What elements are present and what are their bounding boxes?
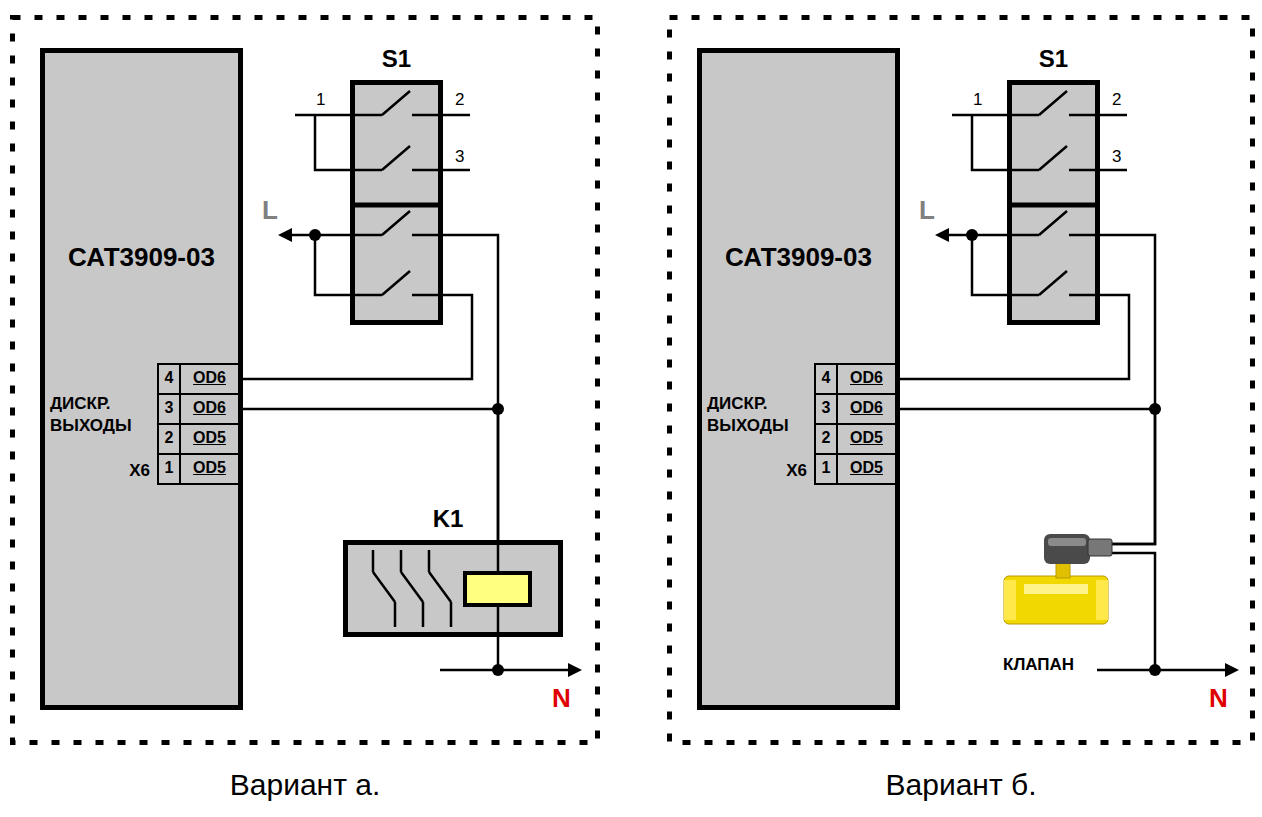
wire <box>443 235 498 540</box>
variant-caption: Вариант б. <box>667 767 1255 803</box>
variant-caption: Вариант а. <box>10 767 600 803</box>
connector-label: X6 <box>765 459 807 483</box>
pin-name: OD6 <box>179 393 240 425</box>
outputs-label: ДИСКР. ВЫХОДЫ <box>707 393 811 443</box>
wire <box>900 409 1155 544</box>
terminal-number: 3 <box>455 147 471 167</box>
pin-number: 1 <box>157 453 181 485</box>
terminal-number: 1 <box>316 90 332 110</box>
symbol-drawing <box>1000 532 1112 628</box>
pin-name: OD6 <box>836 363 897 395</box>
pin-number: 1 <box>814 453 838 485</box>
controller-name: САТ3909-03 <box>702 241 895 273</box>
valve-name: КЛАПАН <box>1003 654 1074 676</box>
switch-name: S1 <box>340 45 453 73</box>
pin-number: 3 <box>814 393 838 425</box>
pin-number: 4 <box>814 363 838 395</box>
pin-name: OD5 <box>836 423 897 455</box>
switch-name: S1 <box>997 45 1110 73</box>
connector-label: X6 <box>108 459 150 483</box>
phase-label: L <box>919 196 941 224</box>
pin-number: 3 <box>157 393 181 425</box>
contactor-box: K1 <box>343 540 563 637</box>
neutral-label: N <box>1209 683 1235 713</box>
pin-number: 2 <box>157 423 181 455</box>
pin-name: OD6 <box>836 393 897 425</box>
neutral-label: N <box>552 683 578 713</box>
dashed-region: Вариант а.САТ3909-03S1K1 <box>10 15 600 745</box>
terminal-number: 3 <box>1112 147 1128 167</box>
symbol-drawing <box>350 80 443 325</box>
outputs-label: ДИСКР. ВЫХОДЫ <box>50 393 154 443</box>
terminal-number: 2 <box>455 90 471 110</box>
contactor-name: K1 <box>348 505 548 533</box>
pin-number: 4 <box>157 363 181 395</box>
terminal-number: 2 <box>1112 90 1128 110</box>
controller-name: САТ3909-03 <box>45 241 238 273</box>
symbol-drawing <box>1007 80 1100 325</box>
wire <box>1100 235 1155 544</box>
dashed-region: Вариант б.САТ3909-03S1КЛАПАН <box>667 15 1255 745</box>
pin-name: OD5 <box>179 423 240 455</box>
pin-number: 2 <box>814 423 838 455</box>
switch-box: S1 <box>1007 80 1100 325</box>
terminal-number: 1 <box>973 90 989 110</box>
pin-name: OD5 <box>836 453 897 485</box>
symbol-drawing <box>343 540 563 637</box>
valve-picture: КЛАПАН <box>1000 532 1112 628</box>
switch-box: S1 <box>350 80 443 325</box>
pin-name: OD6 <box>179 363 240 395</box>
phase-label: L <box>262 196 284 224</box>
pin-name: OD5 <box>179 453 240 485</box>
